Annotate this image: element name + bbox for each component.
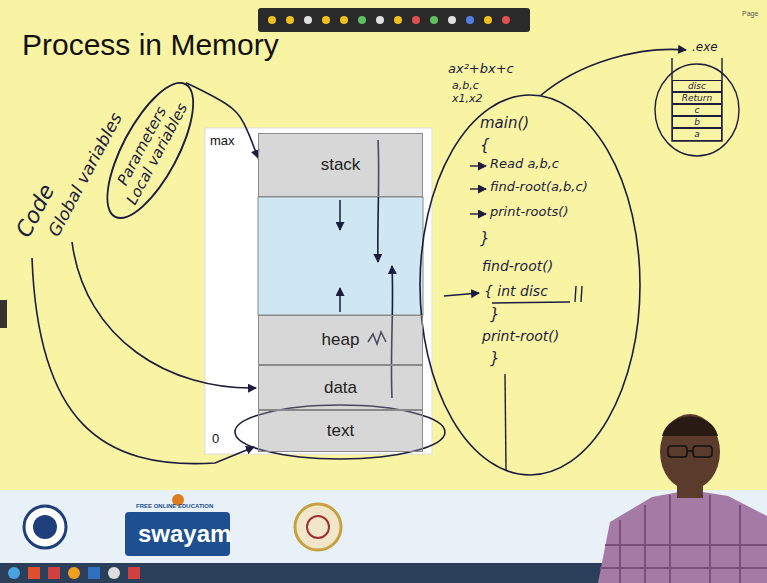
node-text: text [327,421,354,441]
memory-segment: stack [258,133,423,197]
ink-marks [575,286,582,302]
growth-arrow [339,200,341,230]
stack-frame-cell: a [672,128,722,141]
ink-code: } [490,350,500,367]
ink-code: } [490,306,500,323]
ink-note: ax²+bx+c [448,62,514,77]
ink-arrow [470,213,486,214]
ink-circle [235,405,445,459]
ink-arrow [186,83,258,158]
logo-tagline: FREE ONLINE EDUCATION [136,503,213,510]
ink-code: find-root(a,b,c) [490,180,588,195]
node-text: c [695,105,700,115]
ink-circle [655,64,739,156]
memory-segment: heap [258,315,423,365]
ink-code: print-root() [482,328,559,344]
ink-arrow [540,49,686,96]
ink-code: { int disc [484,283,548,299]
node-text: Return [682,93,712,103]
institute-logo [33,515,57,539]
ink-note: a,b,c [452,80,479,93]
ink-arrow [470,188,486,189]
memory-segment: text [258,410,423,452]
side-tab [0,300,7,328]
ink-circle [420,95,640,475]
toolbar-icons [268,16,510,24]
ink-arrow [32,258,254,464]
ink-arrow [470,165,486,166]
ink-underline [492,302,570,303]
institute-logo [24,506,66,548]
node-text: stack [321,155,361,175]
slide-title: Process in Memory [22,28,279,63]
logo-text: swayam [138,520,231,548]
stack-frame-cell: c [672,104,722,116]
free-space-band [258,197,423,315]
axis-label: max [210,134,235,149]
ink-code: } [480,230,490,247]
pen-toolbar [258,8,530,32]
ink-note: Global variables [44,110,126,240]
ink-code: Read a,b,c [490,157,559,172]
memory-panel [205,128,432,454]
presenter [598,414,767,583]
ink-tick [505,374,506,470]
ornate-logo [295,504,341,550]
node-text: heap [322,330,360,350]
ink-code: find-root() [482,258,553,274]
ink-code: print-roots() [490,205,569,220]
page-label: Page [742,10,758,18]
ink-arrow [72,242,256,388]
ink-code: { [480,137,490,154]
stack-frame-cell: b [672,116,722,128]
stack-frame-cell: disc [672,80,722,92]
ink-note: x1,x2 [452,93,483,106]
ink-note: .exe [692,41,718,55]
ornate-logo [307,516,329,538]
ink-code: main() [480,115,529,132]
taskbar-icons [8,567,140,579]
ink-arrow [444,293,479,296]
stack-frame-cell: Return [672,92,722,104]
axis-label: 0 [212,432,219,447]
node-text: a [694,129,700,139]
memory-segment: data [258,365,423,410]
stack-sketch [672,58,722,141]
node-text: data [324,378,357,398]
growth-arrow [339,288,341,312]
node-text: disc [688,81,706,91]
node-text: b [694,117,700,127]
